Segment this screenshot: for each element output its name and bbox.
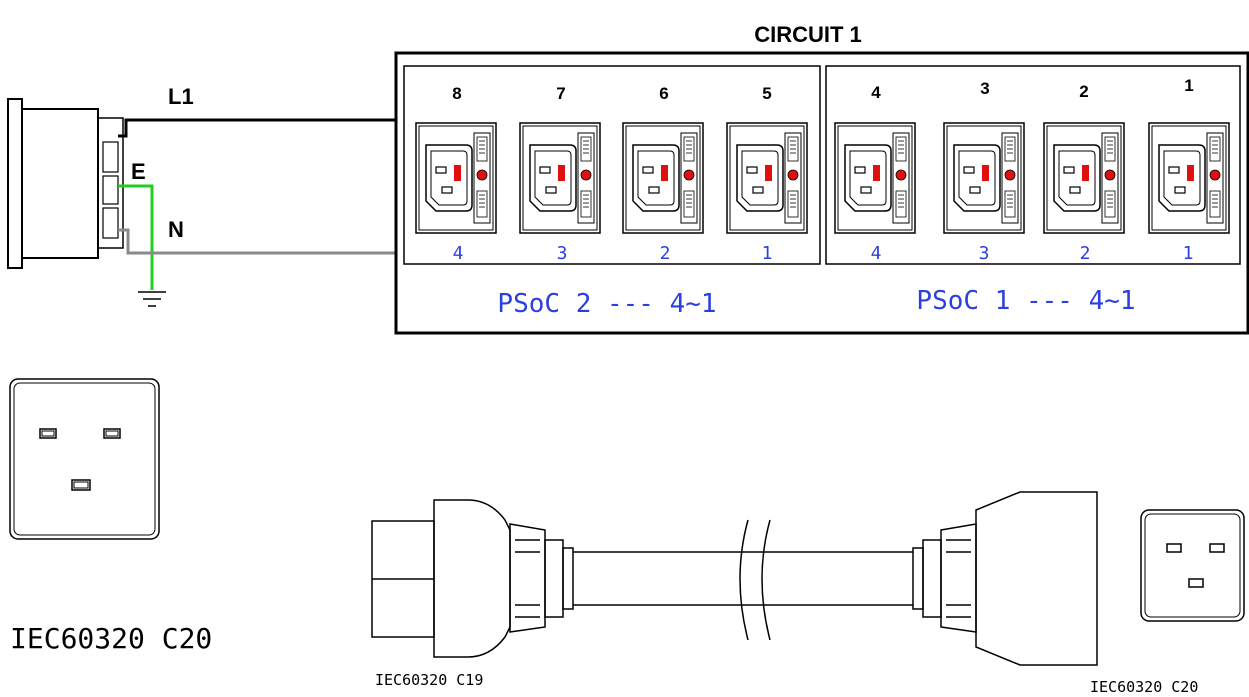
pdu-enclosure	[394, 51, 1249, 335]
psoc-channel-number: 2	[660, 243, 671, 264]
psoc-group-label: PSoC 1 --- 4~1	[916, 286, 1135, 316]
outlet-6	[622, 122, 704, 234]
c20-inlet-small	[1140, 509, 1245, 622]
outlet-number: 1	[1184, 76, 1193, 95]
inlet-plug	[7, 98, 124, 269]
diagram-title: CIRCUIT 1	[754, 22, 862, 47]
wire-label-neutral: N	[168, 217, 184, 242]
cord-plug-label: IEC60320 C19	[375, 671, 483, 689]
outlet-7	[519, 122, 601, 234]
psoc-channel-number: 3	[979, 243, 990, 264]
neutral-wire	[118, 228, 397, 255]
outlet-number: 8	[452, 84, 461, 103]
psoc-channel-number: 1	[762, 243, 773, 264]
ground-symbol	[138, 291, 166, 307]
line-wire	[118, 118, 397, 138]
outlet-5	[726, 122, 808, 234]
outlet-number: 2	[1079, 82, 1088, 101]
outlet-number: 6	[659, 84, 668, 103]
psoc-channel-number: 4	[453, 243, 464, 264]
psoc-channel-number: 3	[557, 243, 568, 264]
outlet-number: 4	[871, 83, 881, 102]
psoc-channel-number: 1	[1183, 243, 1194, 264]
psoc-group-label: PSoC 2 --- 4~1	[497, 289, 716, 319]
outlet-4	[834, 122, 916, 234]
inlet-left-label: IEC60320 C20	[10, 622, 212, 655]
outlet-number: 3	[980, 79, 989, 98]
c20-inlet-large	[9, 378, 160, 540]
outlet-number: 7	[556, 84, 565, 103]
wire-label-earth: E	[131, 159, 146, 184]
earth-wire	[118, 184, 154, 290]
psoc-channel-number: 2	[1080, 243, 1091, 264]
outlet-2	[1043, 122, 1125, 234]
wire-label-line: L1	[168, 84, 194, 109]
outlet-group-b	[825, 65, 1241, 265]
psoc-channel-number: 4	[871, 243, 882, 264]
outlet-3	[943, 122, 1025, 234]
outlet-number: 5	[762, 84, 771, 103]
outlet-8	[415, 122, 497, 234]
outlet-group-a	[403, 65, 821, 265]
outlet-1	[1148, 122, 1230, 234]
power-cord	[371, 491, 1098, 666]
inlet-right-label: IEC60320 C20	[1090, 678, 1198, 696]
